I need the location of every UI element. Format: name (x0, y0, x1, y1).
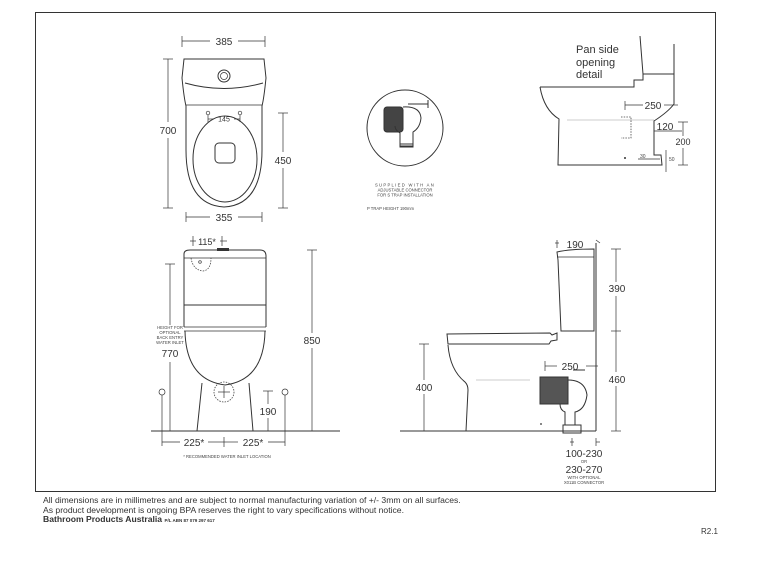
dim-label: 200 (675, 137, 690, 147)
dim-label: 400 (416, 383, 433, 394)
dim-connector-length: 250 (544, 361, 598, 373)
dim-label: 225* (243, 438, 264, 449)
inlet-note: WATER INLET (156, 340, 184, 345)
dim-cistern-height: 390 (609, 248, 626, 332)
company-abn: P/L ABN 87 079 297 617 (164, 518, 215, 524)
dim-seat-depth: 450 (275, 112, 292, 209)
dim-cistern-depth: 190 (555, 239, 601, 251)
p-trap-note: P TRAP HEIGHT 190mm (367, 206, 414, 211)
connector-note: FOR S TRAP INSTALLATION (377, 193, 432, 198)
detail-title: opening (576, 57, 615, 69)
dim-plan-width-bottom: 355 (185, 212, 263, 224)
side-view: 190 250 390 (400, 239, 626, 485)
footer-disclaimer-1: All dimensions are in millimetres and ar… (43, 495, 461, 505)
dim-label: 385 (216, 37, 233, 48)
dim-button-offset: 115* (190, 236, 227, 247)
dim-label: 850 (304, 336, 321, 347)
dim-label: 460 (609, 375, 626, 386)
connector-note: SUPPLIED WITH AN (375, 183, 435, 188)
dim-plan-width-top: 385 (181, 36, 266, 48)
dim-inlet-spacing: 225* 225* (162, 437, 285, 449)
inlet-footnote: * RECOMMENDED WATER INLET LOCATION (183, 454, 271, 459)
dim-label: 390 (609, 284, 626, 295)
dim-label: 450 (275, 156, 292, 167)
dim-outlet-height: 190 (260, 390, 277, 431)
dim-label: 100-230 (566, 449, 603, 460)
dim-label: 770 (162, 349, 179, 360)
connector-detail-circle (366, 89, 444, 167)
footer: All dimensions are in millimetres and ar… (43, 495, 461, 526)
corrugated-connector-icon (539, 376, 569, 405)
dim-label: 50 (669, 157, 675, 163)
connector-detail: SUPPLIED WITH AN ADJUSTABLE CONNECTOR FO… (366, 89, 444, 211)
outlet-icon (213, 381, 235, 403)
optional-note: WITH OPTIONAL (567, 475, 601, 480)
seat-plan (192, 115, 258, 203)
cistern-front (183, 249, 267, 306)
dim-opening-height: 200 (675, 121, 691, 166)
front-view: 115* HEIGHT FOR OPTIONAL BACK ENTRY (151, 236, 340, 459)
dim-pan-height: 460 (609, 331, 626, 432)
dim-label: 120 (657, 122, 674, 133)
dim-overall-height: 850 (304, 249, 321, 431)
connector-note: ADJUSTABLE CONNECTOR (378, 188, 433, 193)
dim-opening-width: 250 (624, 101, 678, 112)
detail-title: Pan side (576, 44, 619, 56)
dim-seat-height: 400 (416, 343, 433, 431)
pan-front (184, 330, 266, 386)
inlet-note: HEIGHT FOR (157, 325, 183, 330)
inlet-note: BACK ENTRY (157, 335, 184, 340)
inlet-note: OPTIONAL (159, 330, 181, 335)
seat-side (446, 332, 558, 345)
detail-title: detail (576, 69, 602, 81)
dim-label: 145 (218, 117, 230, 124)
flush-button-plan-icon (217, 69, 231, 83)
dim-opening-offset: 120 (654, 122, 682, 133)
dim-label: 190 (260, 407, 277, 418)
plan-view: 385 145 700 (160, 36, 292, 224)
dim-label: 250 (562, 362, 579, 373)
dim-label: 115* (198, 237, 216, 247)
dim-plan-depth: 700 (160, 58, 177, 209)
pan-side-opening-detail: Pan side opening detail 250 120 200 (539, 35, 691, 172)
dim-label: 230-270 (566, 465, 603, 476)
revision-label: R2.1 (701, 527, 718, 536)
drawing-frame (35, 12, 716, 492)
water-inlet-right-icon (281, 388, 289, 396)
dim-label: 700 (160, 126, 177, 137)
water-inlet-left-icon (158, 388, 166, 396)
dim-label: 355 (216, 213, 233, 224)
footer-disclaimer-2: As product development is ongoing BPA re… (43, 504, 404, 515)
or-label: OR (581, 459, 587, 464)
cistern-side (556, 248, 595, 332)
dim-label: 250 (645, 101, 662, 112)
pan-side (447, 344, 469, 432)
pan-outline-plan (181, 58, 267, 208)
corrugated-connector-icon (383, 106, 404, 133)
dim-hinge-spacing: 145 (205, 110, 243, 124)
dim-label: 190 (567, 240, 584, 251)
dim-label: 30 (640, 154, 646, 160)
dim-optional-inlet-height: HEIGHT FOR OPTIONAL BACK ENTRY WATER INL… (156, 263, 184, 431)
optional-note: X011B CONNECTOR (564, 480, 604, 485)
company-name: Bathroom Products Australia (43, 514, 163, 525)
dim-setout: 100-230 OR 230-270 WITH OPTIONAL X011B C… (564, 438, 604, 485)
dim-label: 225* (184, 438, 205, 449)
